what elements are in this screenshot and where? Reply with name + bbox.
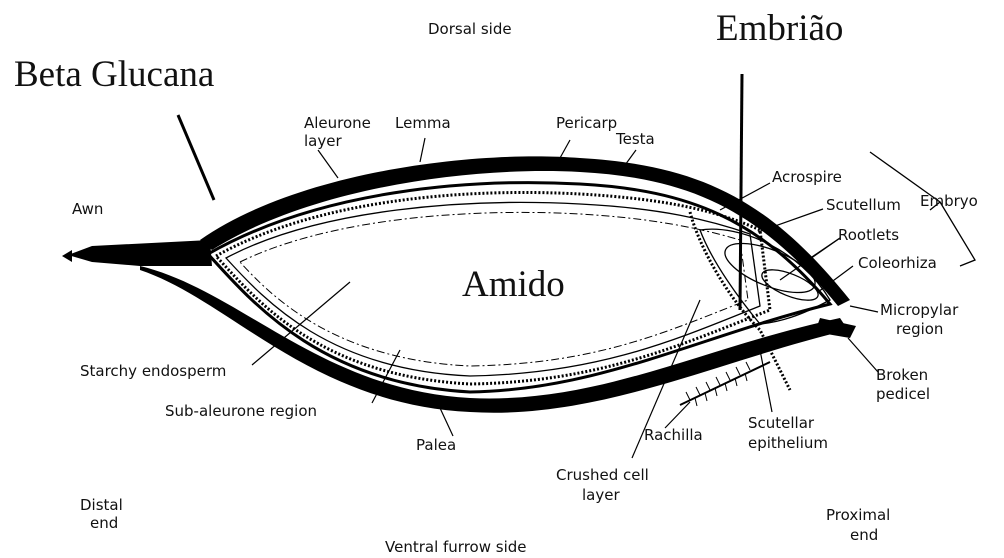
beta-glucana-label: Beta Glucana <box>14 54 214 95</box>
lemma-label: Lemma <box>395 114 451 132</box>
testa-label: Testa <box>615 130 655 148</box>
ventral-side-label: Ventral furrow side <box>385 538 526 556</box>
acrospire-label: Acrospire <box>772 168 842 186</box>
beta-glucana-pointer <box>178 115 214 200</box>
rachilla-label: Rachilla <box>644 426 703 444</box>
micropylar-label-2: region <box>896 320 943 338</box>
sub-aleurone-label: Sub-aleurone region <box>165 402 317 420</box>
scutellar-label-1: Scutellar <box>748 414 815 432</box>
coleorhiza-label: Coleorhiza <box>858 254 937 272</box>
broken-pedicel-label-2: pedicel <box>876 385 930 403</box>
distal-label-2: end <box>90 514 118 532</box>
dorsal-side-label: Dorsal side <box>428 20 512 38</box>
crushed-cell-label-2: layer <box>582 486 620 504</box>
rootlets-label: Rootlets <box>838 226 899 244</box>
starchy-endosperm-label: Starchy endosperm <box>80 362 226 380</box>
amido-label: Amido <box>462 264 565 305</box>
embriao-pointer <box>740 74 742 310</box>
proximal-label-2: end <box>850 526 878 544</box>
embriao-label: Embrião <box>716 8 843 49</box>
distal-label-1: Distal <box>80 496 123 514</box>
broken-pedicel-label-1: Broken <box>876 366 928 384</box>
awn-tip <box>62 250 72 262</box>
micropylar-label-1: Micropylar <box>880 301 959 319</box>
scutellum-label: Scutellum <box>826 196 901 214</box>
aleurone-label-1: Aleurone <box>304 114 371 132</box>
palea-label: Palea <box>416 436 456 454</box>
pericarp-label: Pericarp <box>556 114 617 132</box>
proximal-label-1: Proximal <box>826 506 890 524</box>
crushed-cell-label-1: Crushed cell <box>556 466 649 484</box>
awn-shape <box>68 240 212 266</box>
aleurone-label-2: layer <box>304 132 342 150</box>
awn-label: Awn <box>72 200 103 218</box>
scutellar-label-2: epithelium <box>748 434 828 452</box>
embryo-label: Embryo <box>920 192 978 210</box>
